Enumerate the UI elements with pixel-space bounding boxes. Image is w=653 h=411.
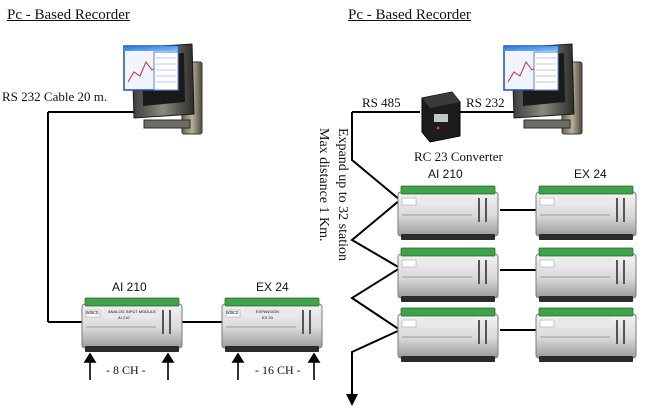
left-ai210-label: AI 210 [112,280,147,294]
left-8ch-label: - 8 CH - [106,363,146,377]
right-ai210-module-3 [397,307,499,363]
expand-note-line2: Max distance 1 Km. [316,128,331,242]
right-title: Pc - Based Recorder [348,7,471,23]
rs232-label: RS 232 [466,95,505,110]
expand-note-line1: Expand up to 32 station [335,128,350,261]
left-16ch-label: - 16 CH - [255,363,301,377]
rs232-cable-label: RS 232 Cable 20 m. [2,89,108,104]
right-ex24-module-2 [535,247,637,303]
row-links [500,209,536,331]
left-title: Pc - Based Recorder [7,7,130,23]
right-ex24-module-1 [535,185,637,241]
right-ai210-module-2 [397,247,499,303]
right-ai210-module-1 [397,185,499,241]
right-computer [503,43,583,135]
device-brand: wisco [86,310,99,316]
device-brand: wisco [226,310,239,316]
left-computer [123,43,203,135]
expand-note: Expand up to 32 station Max distance 1 K… [300,128,352,388]
left-ex24-label: EX 24 [256,280,289,294]
bus-end-arrow [346,394,358,406]
device-ex-model: EX 24 [262,315,273,320]
device-ai-model: AI 210 [118,315,130,320]
right-ai210-label: AI 210 [428,167,463,181]
rs485-label: RS 485 [362,95,401,110]
right-ex24-label: EX 24 [574,167,607,181]
left-ai210-module [81,297,183,353]
right-ex24-module-3 [535,307,637,363]
left-input-arrows [83,352,321,380]
rc23-converter [421,91,461,143]
device-ex-text: EXPANSION [256,309,280,314]
converter-label: RC 23 Converter [414,149,503,164]
device-ai-text: ANALOG INPUT MODULE [108,309,156,314]
